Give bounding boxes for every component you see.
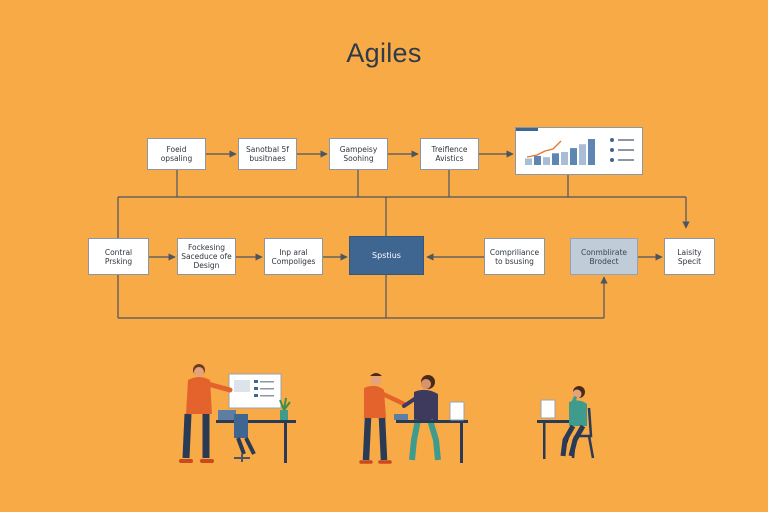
illustration-middle-scene	[359, 373, 468, 464]
dashboard-bar	[525, 158, 532, 165]
node-n3: Gampeisy Soohing	[329, 138, 388, 170]
seated-person	[234, 414, 256, 462]
legend-line	[618, 159, 634, 161]
dashboard-bar-chart	[525, 139, 595, 165]
node-n9: Compriliance to bsusing	[484, 238, 545, 275]
legend-line	[618, 139, 634, 141]
desk	[396, 420, 468, 423]
illustration-left-scene	[179, 364, 296, 463]
legend-dot	[610, 148, 614, 152]
legend-dot	[610, 158, 614, 162]
diagram-title: Agiles	[346, 38, 422, 68]
laptop	[540, 399, 556, 419]
node-n4: Treiflence Avistics	[420, 138, 479, 170]
laptop	[449, 401, 465, 421]
standing-man	[359, 373, 407, 464]
chair	[571, 407, 595, 459]
desk	[216, 420, 296, 423]
laptop	[218, 410, 236, 420]
node-n5: Contral Prsking	[88, 238, 149, 275]
dashboard-bar	[561, 152, 568, 165]
dashboard-legend	[610, 138, 634, 162]
dashboard-bar	[534, 155, 541, 165]
dashboard-trend-line	[526, 140, 562, 158]
plant-pot	[280, 410, 288, 420]
dashboard-bar	[588, 139, 595, 165]
dashboard-bar	[570, 148, 577, 165]
node-n10: Conmblirate Brodect	[570, 238, 638, 275]
dashboard-tab	[516, 128, 538, 131]
dashboard-bar	[579, 144, 586, 165]
illustration-right-scene	[537, 386, 595, 459]
node-n6: Fockesing Saceduce ofe Design	[177, 238, 236, 275]
dashboard-panel	[515, 127, 643, 175]
node-n11: Laisity Specit	[664, 238, 715, 275]
standing-person	[179, 364, 233, 463]
node-n1: Foeid opsaling	[147, 138, 206, 170]
dashboard-bar	[543, 157, 550, 165]
legend-dot	[610, 138, 614, 142]
seated-woman	[402, 375, 441, 461]
node-n7: Inp aral Compoliges	[264, 238, 323, 275]
dashboard-bar	[552, 153, 559, 165]
desk	[537, 420, 577, 423]
legend-line	[618, 149, 634, 151]
node-n2: Sanotbal 5f busitnaes	[238, 138, 297, 170]
node-n8: Spstius	[349, 236, 424, 275]
desk-item	[394, 414, 408, 420]
